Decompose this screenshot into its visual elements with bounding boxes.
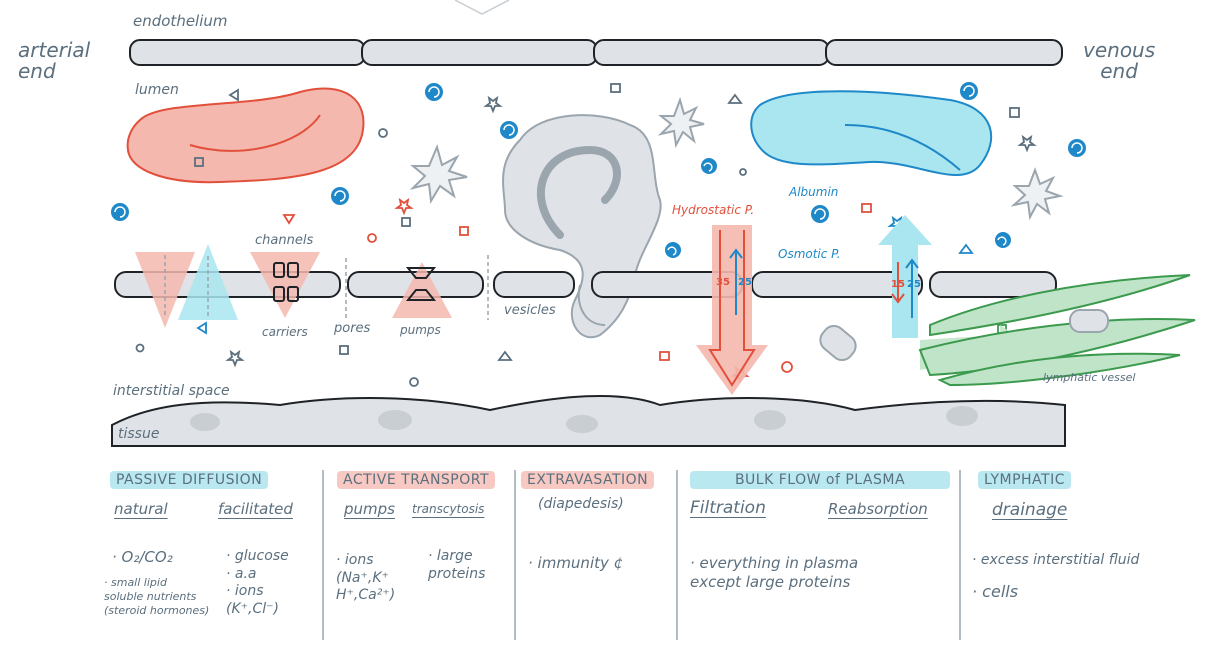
passive-item-gases: · O₂/CO₂	[112, 548, 173, 566]
arterial-end-label: arterial end	[18, 38, 91, 83]
interstitial-space-label: interstitial space	[113, 383, 230, 399]
facilitated-subhead: facilitated	[218, 500, 293, 518]
diapedesis-subhead: (diapedesis)	[538, 496, 624, 512]
endothelial-cell	[825, 39, 1063, 66]
endothelial-cell	[929, 271, 1057, 298]
drainage-subhead: drainage	[992, 500, 1068, 520]
carrier-protein	[273, 286, 285, 302]
osmotic-arrow	[878, 215, 932, 338]
molecule	[1068, 139, 1086, 157]
pores-label: pores	[334, 321, 371, 336]
endothelial-cell	[493, 271, 575, 298]
reabsorption-subhead: Reabsorption	[828, 500, 928, 518]
venous-osmotic-value: 25	[907, 279, 921, 290]
molecule	[425, 83, 443, 101]
molecule	[111, 203, 129, 221]
bacterium	[819, 324, 857, 362]
platelet-group	[409, 96, 1064, 221]
natural-subhead: natural	[114, 500, 168, 518]
pumps-subhead: pumps	[344, 500, 395, 518]
transcytosis-subhead: transcytosis	[412, 502, 485, 516]
blue-molecules	[111, 82, 1086, 258]
carrier-protein	[287, 286, 299, 302]
endothelium-label: endothelium	[133, 12, 228, 30]
passive-item-lipids: · small lipid soluble nutrients (steroid…	[104, 576, 210, 617]
facilitated-items: · glucose · a.a · ions (K⁺,Cl⁻)	[226, 548, 289, 617]
diagram-canvas	[111, 0, 1196, 447]
pumps-items: · ions (Na⁺,K⁺ H⁺,Ca²⁺)	[336, 552, 396, 603]
diffusion-triangle	[178, 244, 238, 320]
endothelial-cell	[361, 39, 598, 66]
top-endothelium	[129, 39, 1063, 66]
molecule	[995, 232, 1011, 248]
lumen-label: lumen	[135, 82, 179, 98]
pump-protein	[405, 289, 437, 301]
bulk-flow-item: · everything in plasma except large prot…	[690, 554, 859, 591]
table-dividers	[322, 470, 961, 640]
red-blood-cell	[126, 87, 365, 184]
small-solutes	[135, 83, 1158, 387]
venous-end-label: venous end	[1083, 38, 1156, 83]
diapedesis-arrow	[577, 284, 606, 326]
platelet	[657, 96, 705, 149]
lymphatic-item-fluid: · excess interstitial fluid	[972, 552, 1140, 568]
carriers-label: carriers	[262, 325, 308, 339]
molecule-swirls	[114, 85, 1083, 256]
hydrostatic-arrow	[696, 225, 768, 395]
endothelial-cell	[129, 39, 366, 66]
albumin-label: Albumin	[789, 185, 839, 199]
transcytosis-items: · large proteins	[428, 548, 486, 582]
lymphatic-title: LYMPHATIC	[978, 471, 1071, 489]
channels-label: channels	[255, 233, 314, 248]
platelet	[409, 143, 468, 205]
platelet	[1010, 167, 1064, 221]
molecule	[960, 82, 978, 100]
lymphatic-vessel	[918, 274, 1196, 387]
arterial-osmotic-value: 25	[738, 277, 752, 288]
channel-protein	[287, 262, 299, 278]
tissue-label: tissue	[118, 426, 160, 442]
endothelial-cell	[593, 39, 830, 66]
channel-protein	[273, 262, 285, 278]
hydrostatic-pressure-label: Hydrostatic P.	[672, 203, 755, 217]
extravasation-title: EXTRAVASATION	[521, 471, 655, 489]
blue-blood-cell	[750, 90, 993, 176]
transport-indicators	[135, 244, 489, 328]
pumps-label: pumps	[400, 323, 441, 337]
bulk-flow-title: BULK FLOW of PLASMA	[690, 471, 950, 489]
molecule	[811, 205, 829, 223]
arterial-hydrostatic-value: 35	[716, 277, 730, 288]
filtration-subhead: Filtration	[690, 498, 766, 518]
tissue-layer	[111, 394, 1066, 447]
pump-protein	[405, 267, 437, 279]
channel-triangle	[250, 252, 320, 318]
active-transport-title: ACTIVE TRANSPORT	[337, 471, 496, 489]
molecule	[665, 242, 681, 258]
molecule	[701, 158, 717, 174]
vesicles-label: vesicles	[504, 303, 556, 318]
lymphatic-item-cells: · cells	[972, 582, 1019, 601]
osmotic-pressure-label: Osmotic P.	[778, 247, 841, 261]
top-edge-mark	[454, 0, 510, 15]
lymphatic-vessel-label: lymphatic vessel	[1043, 371, 1136, 384]
molecule	[331, 187, 349, 205]
extravasation-item: · immunity ¢	[528, 554, 624, 572]
passive-diffusion-title: PASSIVE DIFFUSION	[110, 471, 269, 489]
molecule	[500, 121, 518, 139]
venous-hydrostatic-value: 15	[891, 279, 905, 290]
